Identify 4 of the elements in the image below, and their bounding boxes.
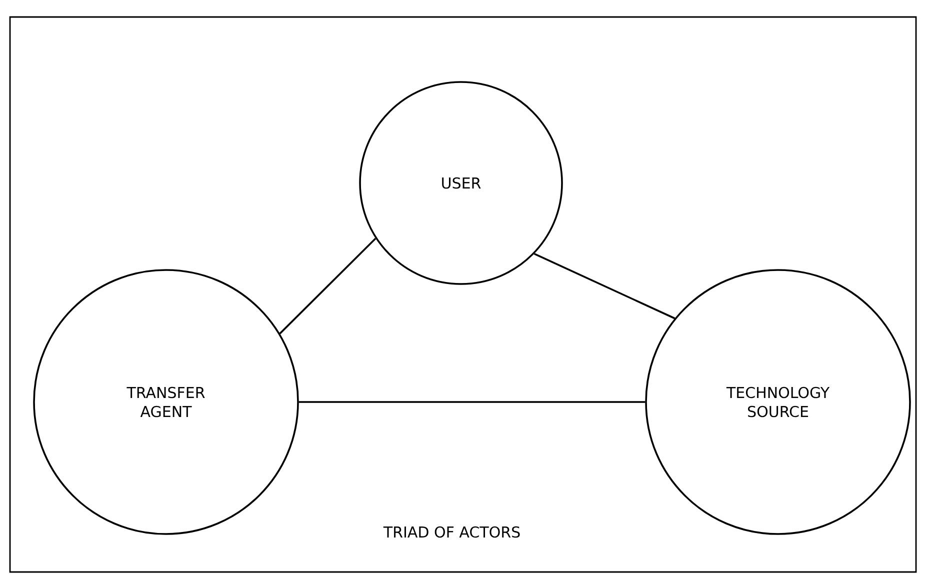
caption: TRIAD OF ACTORS [383, 526, 520, 538]
connector-line [298, 401, 646, 403]
connector-line [279, 238, 376, 334]
connector-line [534, 252, 676, 320]
